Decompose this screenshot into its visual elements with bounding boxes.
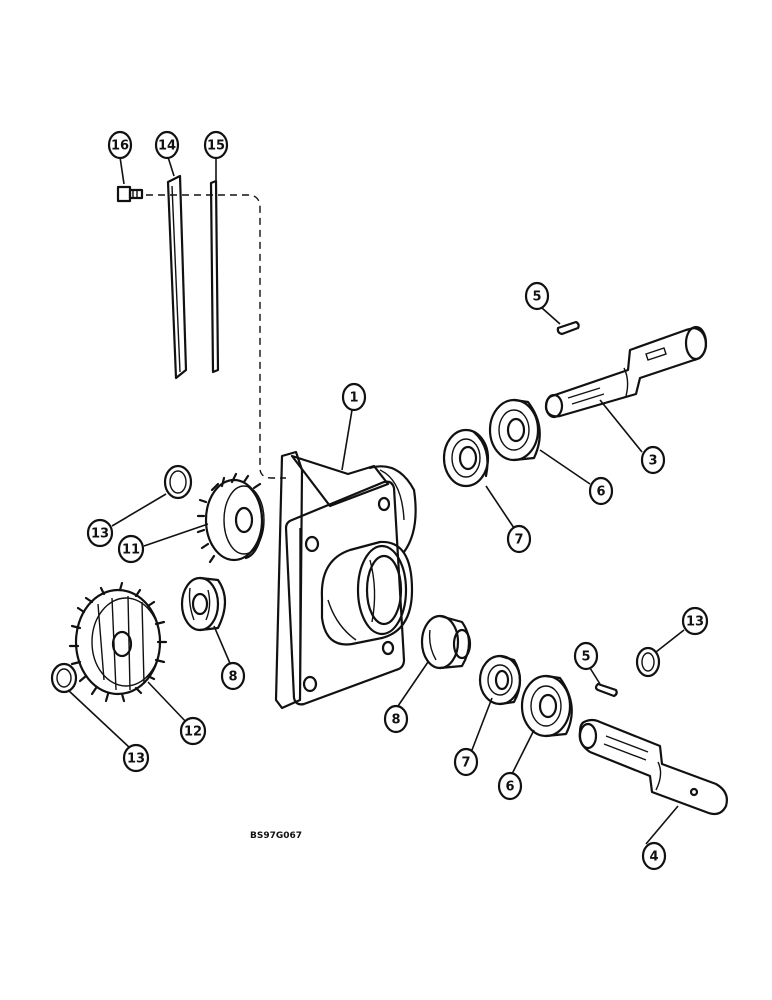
part-13-snap-ring-lower-left (50, 662, 78, 694)
part-8-bushing-left (180, 576, 227, 632)
svg-text:8: 8 (391, 713, 400, 728)
part-5-key-upper (556, 320, 580, 336)
svg-text:3: 3 (648, 454, 657, 469)
svg-text:1: 1 (349, 391, 358, 406)
figure-id: BS97G067 (250, 831, 302, 841)
part-3-shaft (544, 325, 708, 419)
part-1-housing (274, 450, 417, 710)
callout-6-upper: 6 (588, 476, 614, 506)
part-13-snap-ring-lower-right (635, 646, 661, 678)
part-6-bearing-lower (520, 674, 573, 738)
callout-4: 4 (641, 841, 667, 871)
callout-8-left: 8 (220, 661, 246, 691)
svg-text:14: 14 (158, 139, 176, 154)
part-5-key-lower (594, 682, 618, 698)
callout-3: 3 (640, 445, 666, 475)
svg-text:5: 5 (532, 290, 541, 305)
svg-text:7: 7 (461, 756, 470, 771)
part-11-spur-gear (196, 472, 265, 564)
part-16-screw (116, 185, 144, 203)
callout-11: 11 (117, 534, 145, 564)
assembly-dashed-line (146, 194, 286, 479)
svg-text:13: 13 (127, 752, 145, 767)
callout-5-lower: 5 (573, 641, 599, 671)
svg-text:12: 12 (184, 725, 202, 740)
part-14-plate (166, 174, 188, 380)
svg-text:4: 4 (649, 850, 658, 865)
callout-14: 14 (154, 130, 180, 160)
svg-text:13: 13 (91, 527, 109, 542)
callout-13-lower-left: 13 (122, 743, 150, 773)
callout-5-upper: 5 (524, 281, 550, 311)
part-7-bearing-upper (442, 428, 490, 488)
svg-text:6: 6 (505, 780, 514, 795)
callout-7-lower: 7 (453, 747, 479, 777)
part-12-bevel-gear (68, 581, 168, 703)
svg-text:16: 16 (111, 139, 129, 154)
svg-text:15: 15 (207, 139, 225, 154)
svg-text:13: 13 (686, 615, 704, 630)
svg-text:11: 11 (122, 543, 140, 558)
part-6-bearing-upper (488, 398, 541, 462)
callout-16: 16 (107, 130, 133, 160)
leader-lines (67, 156, 685, 845)
callout-7-upper: 7 (506, 524, 532, 554)
part-15-gasket (209, 179, 220, 374)
callout-15: 15 (203, 130, 229, 160)
callout-8-right: 8 (383, 704, 409, 734)
svg-text:7: 7 (514, 533, 523, 548)
callout-6-lower: 6 (497, 771, 523, 801)
part-13-snap-ring-upper (163, 464, 193, 500)
svg-text:8: 8 (228, 670, 237, 685)
callout-1: 1 (341, 382, 367, 412)
part-4-shaft (578, 718, 728, 816)
callout-13-lower-right: 13 (681, 606, 709, 636)
callout-12: 12 (179, 716, 207, 746)
callout-13-upper: 13 (86, 518, 114, 548)
part-8-bushing-right (420, 614, 472, 670)
svg-text:5: 5 (581, 650, 590, 665)
svg-text:6: 6 (596, 485, 605, 500)
part-7-bearing-lower (478, 654, 522, 706)
